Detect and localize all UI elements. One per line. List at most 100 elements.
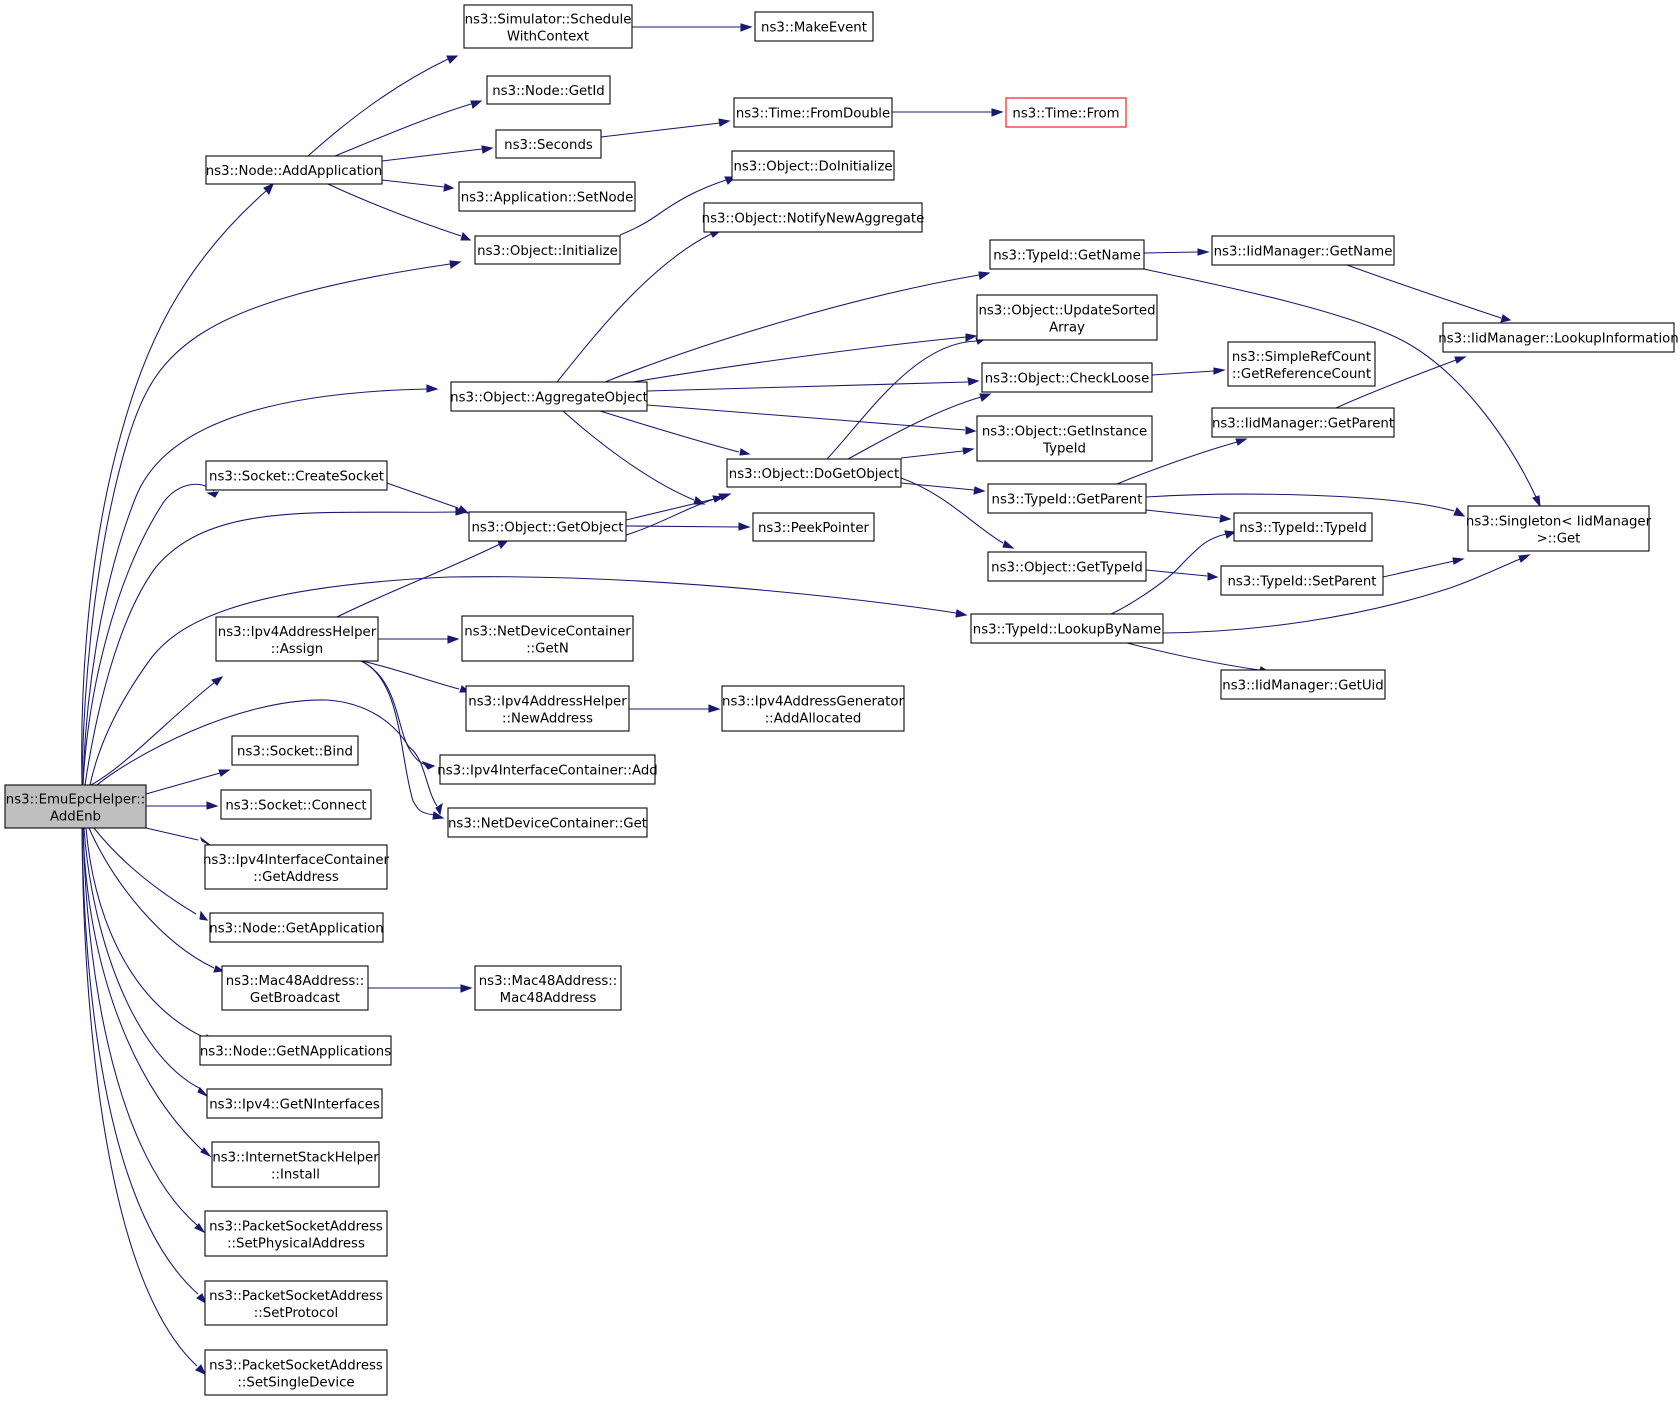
arrow-head-icon	[1207, 572, 1219, 581]
node-newaddress[interactable]: ns3::Ipv4AddressHelper::NewAddress	[465, 685, 630, 732]
node-mac48[interactable]: ns3::Mac48Address::Mac48Address	[474, 965, 622, 1011]
edge-line	[1151, 370, 1215, 376]
node-box	[439, 754, 656, 785]
node-label: ns3::IidManager::LookupInformation	[1438, 332, 1678, 347]
node-getapp[interactable]: ns3::Node::GetApplication	[209, 912, 384, 943]
edge-line	[625, 498, 715, 521]
arrow-head-icon	[1532, 495, 1541, 508]
node-box	[450, 381, 648, 412]
node-box	[463, 4, 633, 49]
node-aggregate[interactable]: ns3::Object::AggregateObject	[450, 381, 648, 412]
call-edge	[381, 145, 494, 162]
node-lookupinfo[interactable]: ns3::IidManager::LookupInformation	[1438, 322, 1679, 353]
node-label: Mac48Address	[500, 991, 597, 1006]
arrow-head-icon	[962, 447, 975, 455]
node-gettypeid[interactable]: ns3::Object::GetTypeId	[987, 551, 1147, 582]
node-dogetobject[interactable]: ns3::Object::DoGetObject	[726, 458, 902, 488]
node-install[interactable]: ns3::InternetStackHelper::Install	[211, 1141, 380, 1188]
node-iidgetname[interactable]: ns3::IidManager::GetName	[1211, 235, 1395, 266]
node-doinit[interactable]: ns3::Object::DoInitialize	[731, 150, 895, 181]
node-ndcget[interactable]: ns3::NetDeviceContainer::Get	[447, 807, 648, 838]
node-box	[204, 844, 388, 890]
call-edge	[1145, 509, 1232, 523]
node-label: ns3::PacketSocketAddress	[209, 1359, 383, 1374]
call-edge	[599, 410, 751, 456]
node-label: ::Assign	[271, 642, 323, 657]
node-makeevent[interactable]: ns3::MakeEvent	[754, 11, 874, 42]
call-edge	[1335, 356, 1467, 409]
node-lookupbyname[interactable]: ns3::TypeId::LookupByName	[970, 613, 1164, 644]
node-addapp[interactable]: ns3::Node::AddApplication	[205, 155, 383, 185]
node-seconds[interactable]: ns3::Seconds	[495, 129, 602, 159]
arrow-head-icon	[206, 801, 219, 810]
node-createsocket[interactable]: ns3::Socket::CreateSocket	[205, 460, 388, 491]
node-iidgetparent[interactable]: ns3::IidManager::GetParent	[1211, 407, 1395, 438]
node-notify[interactable]: ns3::Object::NotifyNewAggregate	[702, 202, 925, 233]
call-edge	[82, 827, 206, 1234]
node-fromdouble[interactable]: ns3::Time::FromDouble	[733, 97, 893, 128]
node-ndcgetn[interactable]: ns3::NetDeviceContainer::GetN	[461, 615, 634, 662]
arrow-head-icon	[955, 609, 968, 618]
call-edge	[81, 827, 208, 1305]
call-edge	[368, 984, 473, 993]
node-iicadd[interactable]: ns3::Ipv4InterfaceContainer::Add	[437, 754, 658, 785]
node-tgetname[interactable]: ns3::TypeId::GetName	[989, 239, 1145, 270]
node-peekpointer[interactable]: ns3::PeekPointer	[752, 512, 875, 542]
edge-line	[847, 396, 982, 460]
node-box	[4, 784, 147, 829]
node-label: ns3::Simulator::Schedule	[465, 13, 632, 28]
node-setnode[interactable]: ns3::Application::SetNode	[458, 181, 636, 212]
node-timefrom[interactable]: ns3::Time::From	[1005, 97, 1127, 128]
call-edge	[360, 660, 436, 770]
node-assign[interactable]: ns3::Ipv4AddressHelper::Assign	[215, 616, 379, 662]
node-setparent[interactable]: ns3::TypeId::SetParent	[1220, 565, 1384, 596]
edge-line	[1346, 264, 1502, 319]
node-checkloose[interactable]: ns3::Object::CheckLoose	[981, 362, 1153, 393]
call-edge	[600, 118, 731, 138]
edge-line	[562, 410, 695, 501]
call-edge	[1145, 493, 1466, 517]
call-edge	[90, 676, 224, 786]
node-initialize[interactable]: ns3::Object::Initialize	[474, 235, 621, 265]
node-box	[1220, 669, 1386, 700]
call-edge	[562, 410, 706, 505]
arrow-head-icon	[1500, 314, 1512, 323]
node-setsingle[interactable]: ns3::PacketSocketAddress::SetSingleDevic…	[204, 1349, 388, 1396]
node-label: ns3::Socket::Bind	[237, 745, 353, 760]
call-edge	[1151, 367, 1226, 376]
node-getnif[interactable]: ns3::Ipv4::GetNInterfaces	[206, 1088, 383, 1119]
edge-line	[1145, 569, 1208, 577]
node-setphys[interactable]: ns3::PacketSocketAddress::SetPhysicalAdd…	[204, 1210, 388, 1257]
node-label: ns3::Mac48Address::	[479, 974, 618, 989]
node-root[interactable]: ns3::EmuEpcHelper::AddEnb	[4, 784, 147, 829]
node-getobject[interactable]: ns3::Object::GetObject	[468, 511, 627, 542]
edge-line	[1382, 560, 1455, 578]
arrow-head-icon	[978, 271, 991, 280]
node-getnapps[interactable]: ns3::Node::GetNApplications	[199, 1035, 392, 1066]
node-tgetparent[interactable]: ns3::TypeId::GetParent	[987, 483, 1147, 514]
arrow-head-icon	[1452, 557, 1465, 565]
edge-line	[556, 233, 712, 383]
node-connect[interactable]: ns3::Socket::Connect	[220, 789, 372, 820]
node-singleton[interactable]: ns3::Singleton< IidManager>::Get	[1466, 505, 1652, 552]
node-box	[976, 415, 1153, 462]
node-typeidctor[interactable]: ns3::TypeId::TypeId	[1233, 512, 1373, 542]
call-edge	[145, 827, 211, 846]
node-addalloc[interactable]: ns3::Ipv4AddressGenerator::AddAllocated	[721, 685, 905, 732]
edge-line	[900, 482, 975, 491]
node-bind[interactable]: ns3::Socket::Bind	[231, 735, 359, 766]
node-getid[interactable]: ns3::Node::GetId	[486, 75, 611, 105]
node-getuid[interactable]: ns3::IidManager::GetUid	[1220, 669, 1386, 700]
call-edge	[646, 377, 980, 392]
node-setproto[interactable]: ns3::PacketSocketAddress::SetProtocol	[204, 1280, 388, 1326]
node-getbcast[interactable]: ns3::Mac48Address::GetBroadcast	[221, 965, 369, 1011]
edge-line	[82, 483, 215, 786]
edge-line	[1143, 268, 1537, 498]
node-iicgetaddr[interactable]: ns3::Ipv4InterfaceContainer::GetAddress	[203, 844, 390, 890]
edge-line	[381, 179, 445, 188]
node-simpleref[interactable]: ns3::SimpleRefCount::GetReferenceCount	[1227, 341, 1376, 387]
call-edge	[625, 522, 751, 531]
